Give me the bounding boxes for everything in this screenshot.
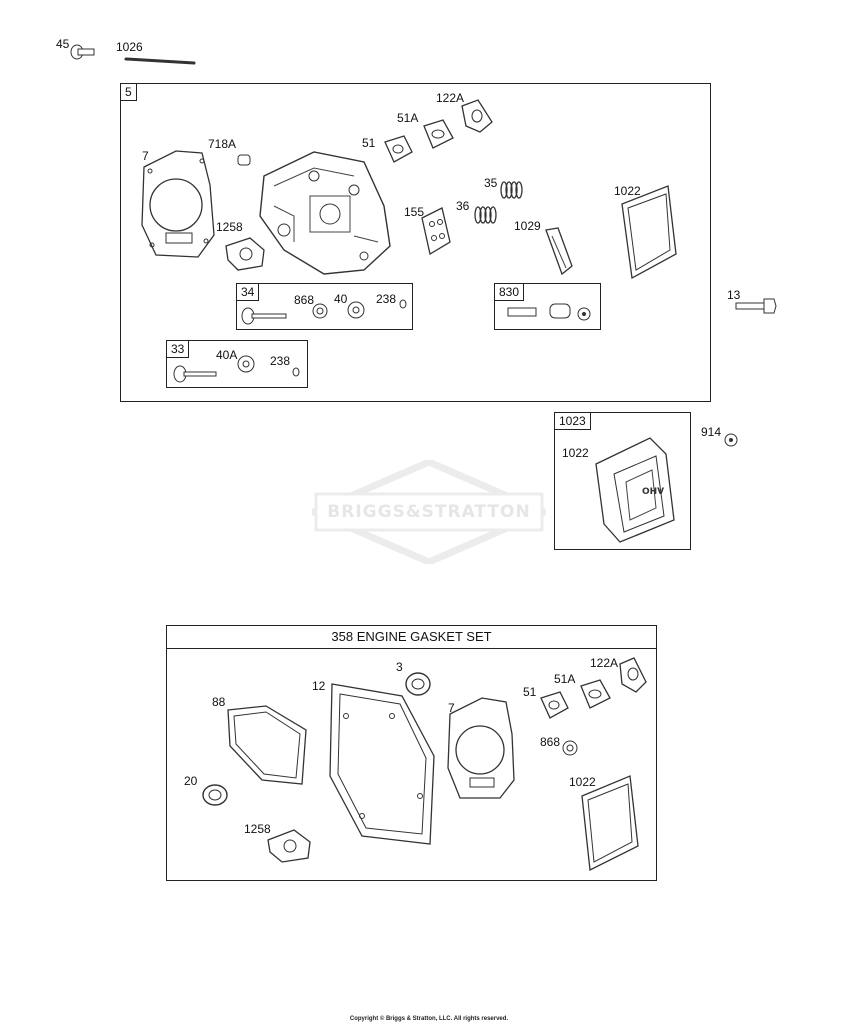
cylinder-head-part <box>259 151 391 275</box>
seal-part-3 <box>405 672 431 696</box>
callout-cover-1022: 1022 <box>562 446 589 460</box>
exhaust-valve-box: 33 <box>166 340 308 388</box>
callout-122A: 122A <box>436 91 465 105</box>
watermark-text: BRIGGS&STRATTON <box>327 502 531 522</box>
callout-13: 13 <box>727 288 741 302</box>
box-number-34: 34 <box>236 283 260 301</box>
pin-part-718A <box>237 154 251 166</box>
callout-1029: 1029 <box>514 219 541 233</box>
keeper-part-238-intake <box>399 299 407 309</box>
callout-7: 7 <box>142 149 149 163</box>
intake-valve-part <box>241 307 287 325</box>
box-number-5: 5 <box>120 83 137 101</box>
gasket-part-1022-set <box>581 775 639 871</box>
gasket-part-122A <box>461 99 493 133</box>
gasket-set-title: 358 ENGINE GASKET SET <box>167 626 656 649</box>
gasket-callout-51A: 51A <box>554 672 576 686</box>
valve-cover-box: 1023 <box>554 412 691 550</box>
shaft-part-45 <box>70 44 95 60</box>
box-number-1023: 1023 <box>554 412 591 430</box>
callout-1022: 1022 <box>614 184 641 198</box>
callout-45: 45 <box>56 37 70 51</box>
gasket-callout-868: 868 <box>540 735 561 749</box>
gasket-callout-1022: 1022 <box>569 775 596 789</box>
copyright-notice: Copyright © Briggs & Stratton, LLC. All … <box>349 1016 509 1022</box>
gasket-set-box: 358 ENGINE GASKET SET <box>166 625 657 881</box>
callout-914: 914 <box>701 425 722 439</box>
gasket-callout-7: 7 <box>448 701 455 715</box>
callout-718A: 718A <box>208 137 237 151</box>
watermark-diamond-icon <box>312 460 546 564</box>
gasket-callout-3: 3 <box>396 660 403 674</box>
callout-238-exhaust: 238 <box>270 354 291 368</box>
callout-1026: 1026 <box>116 40 143 54</box>
callout-1258: 1258 <box>216 220 243 234</box>
guide-plate-part-155 <box>421 207 451 256</box>
cover-gasket-part-1022 <box>621 185 677 280</box>
gasket-callout-20: 20 <box>184 774 198 788</box>
gasket-callout-51: 51 <box>523 685 537 699</box>
callout-40A: 40A <box>216 348 238 362</box>
callout-868: 868 <box>294 293 315 307</box>
box-number-33: 33 <box>166 340 190 358</box>
gasket-callout-122A: 122A <box>590 656 619 670</box>
gasket-part-7 <box>447 697 515 799</box>
retainer-part-40 <box>347 301 365 319</box>
callout-40: 40 <box>334 292 348 306</box>
gasket-part-51A-set <box>580 679 611 709</box>
bolt-part-13 <box>735 298 777 314</box>
gasket-part-51A <box>423 119 454 149</box>
callout-35: 35 <box>484 176 498 190</box>
gasket-callout-88: 88 <box>212 695 226 709</box>
callout-36: 36 <box>456 199 470 213</box>
keeper-part-238-exhaust <box>292 367 300 377</box>
pushrod-part-1026 <box>124 57 196 65</box>
cover-logo-icon: OHV <box>642 487 664 497</box>
brand-watermark: BRIGGS&STRATTON <box>312 460 546 564</box>
head-assembly-box: 5 <box>120 83 711 402</box>
callout-155: 155 <box>404 205 425 219</box>
gasket-part-1258-set <box>267 829 311 863</box>
gasket-part-12 <box>329 683 435 845</box>
valve-cover-part: OHV <box>595 437 675 543</box>
gasket-callout-1258: 1258 <box>244 822 271 836</box>
gasket-part-122A-set <box>619 657 647 693</box>
gasket-part-51-set <box>540 691 569 719</box>
seal-part-20 <box>202 784 228 806</box>
intake-valve-box: 34 <box>236 283 413 330</box>
callout-238-intake: 238 <box>376 292 397 306</box>
head-gasket-part-7 <box>141 150 215 258</box>
nut-part-914 <box>724 433 738 447</box>
box-number-830: 830 <box>494 283 525 301</box>
seal-part-868-set <box>562 740 578 756</box>
retainer-part-40A <box>237 355 255 373</box>
rocker-arm-part-1029 <box>545 227 573 276</box>
gasket-callout-12: 12 <box>312 679 326 693</box>
callout-51: 51 <box>362 136 376 150</box>
exhaust-valve-part <box>173 365 217 383</box>
rocker-hardware-box: 830 <box>494 283 601 330</box>
gasket-part-88 <box>227 705 307 785</box>
rocker-hardware-parts <box>507 303 591 321</box>
gasket-part-51 <box>384 135 413 163</box>
spring-part-35 <box>500 181 523 199</box>
callout-51A: 51A <box>397 111 419 125</box>
intake-gasket-part-1258 <box>225 237 265 271</box>
spring-part-36 <box>474 206 497 224</box>
seal-part-868 <box>312 303 328 319</box>
